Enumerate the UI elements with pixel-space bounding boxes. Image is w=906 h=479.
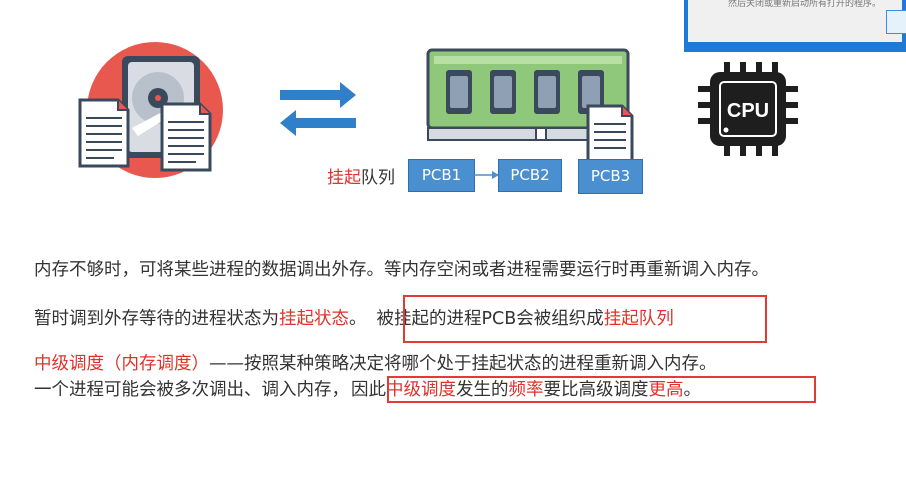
dialog-window-fragment: 然后关闭或重新启动所有打开的程序。 (684, 0, 906, 52)
document-icon-right (160, 102, 212, 172)
dialog-body: 然后关闭或重新启动所有打开的程序。 (688, 0, 902, 42)
pcb-box-2: PCB2 (498, 159, 562, 192)
text-line-4-part-b: 因此 (351, 380, 386, 400)
text-line-3: 中级调度（内存调度）——按照某种策略决定将哪个处于挂起状态的进程重新调入内存。 (34, 350, 717, 375)
cpu-icon: CPU (698, 62, 798, 156)
term-higher: 更高 (648, 380, 684, 400)
text-line-2: 暂时调到外存等待的进程状态为挂起状态。被挂起的进程PCB会被组织成挂起队列 (34, 305, 674, 330)
highlight-box-1 (403, 295, 767, 343)
queue-label-red: 挂起 (327, 168, 361, 188)
text-line-4-part-d: 要比高级调度 (543, 380, 649, 400)
term-suspend-state: 挂起状态 (279, 309, 349, 329)
highlight-box-2 (387, 376, 816, 403)
cpu-label: CPU (727, 100, 769, 122)
swap-arrows-icon (280, 82, 356, 136)
hard-disk-icon (78, 42, 223, 178)
dialog-button[interactable] (886, 10, 906, 34)
text-line-2-part-c: 被挂起的进程PCB会被组织成 (376, 309, 604, 329)
pcb-box-3: PCB3 (578, 159, 643, 194)
text-line-4-part-c: 发生的 (456, 380, 509, 400)
text-line-4-part-e: 。 (683, 380, 702, 400)
dialog-text: 然后关闭或重新启动所有打开的程序。 (728, 0, 882, 9)
text-line-1: 内存不够时，可将某些进程的数据调出外存。等内存空闲或者进程需要运行时再重新调入内… (34, 260, 769, 280)
term-suspend-queue: 挂起队列 (603, 309, 674, 329)
queue-label-rest: 队列 (361, 168, 395, 188)
queue-arrow-icon (474, 171, 499, 179)
text-line-4-part-a: 一个进程可能会被多次调出、调入内存， (34, 380, 349, 400)
term-medium-scheduling: 中级调度 (386, 380, 456, 400)
term-medium-term-scheduling: 中级调度（内存调度） (34, 354, 209, 374)
pcb-box-1: PCB1 (408, 159, 475, 192)
suspend-queue-label: 挂起队列 (327, 163, 395, 188)
text-line-4: 一个进程可能会被多次调出、调入内存，因此中级调度发生的频率要比高级调度更高。 (34, 376, 701, 401)
text-line-3-part-b: ——按照某种策略决定将哪个处于挂起状态的进程重新调入内存。 (209, 354, 717, 374)
text-line-2-part-a: 暂时调到外存等待的进程状态为 (34, 309, 279, 329)
document-icon-left (78, 98, 130, 168)
text-line-2-part-b: 。 (349, 309, 367, 329)
document-icon-pcb (586, 104, 634, 164)
term-frequency: 频率 (508, 380, 544, 400)
memory-module-icon (426, 48, 630, 141)
